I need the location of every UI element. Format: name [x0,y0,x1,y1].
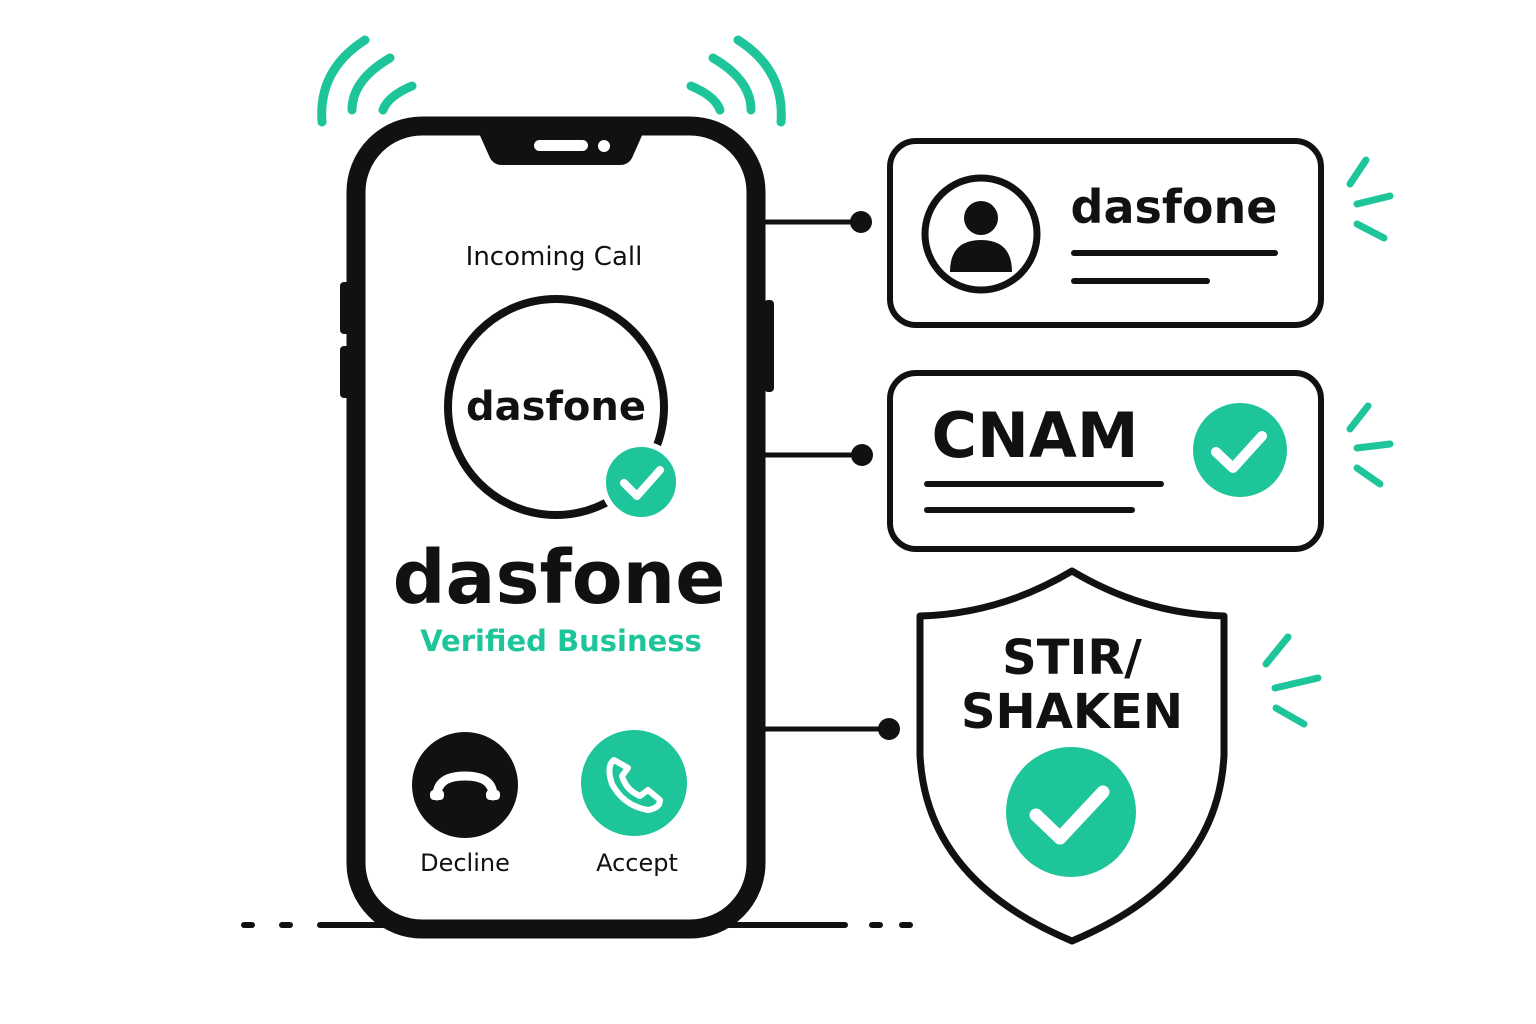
user-avatar-icon [921,174,1041,294]
shield-line-1: STIR/ [1002,630,1142,686]
check-circle-icon [1193,403,1287,497]
phone-camera [598,140,610,152]
avatar-logo-text: dasfone [466,384,646,430]
cnam-card: CNAM [887,370,1324,552]
shield-line-2: SHAKEN [961,684,1183,740]
signal-waves-icon [317,35,786,127]
check-circle-icon [600,441,682,523]
identity-card: dasfone [887,138,1324,328]
accept-label: Accept [596,849,678,877]
caller-tag: Verified Business [420,624,702,658]
decline-button[interactable] [412,732,518,838]
phone [340,116,774,939]
connectors [762,211,900,740]
phone-side-button [764,300,774,392]
phone-hangup-icon [432,771,498,801]
shield-icon: STIR/ SHAKEN [916,567,1228,945]
identity-name: dasfone [1071,180,1278,234]
accept-button[interactable] [581,730,687,836]
phone-icon [606,757,663,813]
call-status: Incoming Call [466,242,643,272]
phone-speaker [534,140,588,151]
cnam-title: CNAM [931,399,1138,472]
decline-label: Decline [420,849,510,877]
caller-name: dasfone [393,535,726,621]
sparkle-lines-icon [1262,156,1394,728]
check-circle-icon [1006,747,1136,877]
phone-frame [346,116,766,939]
